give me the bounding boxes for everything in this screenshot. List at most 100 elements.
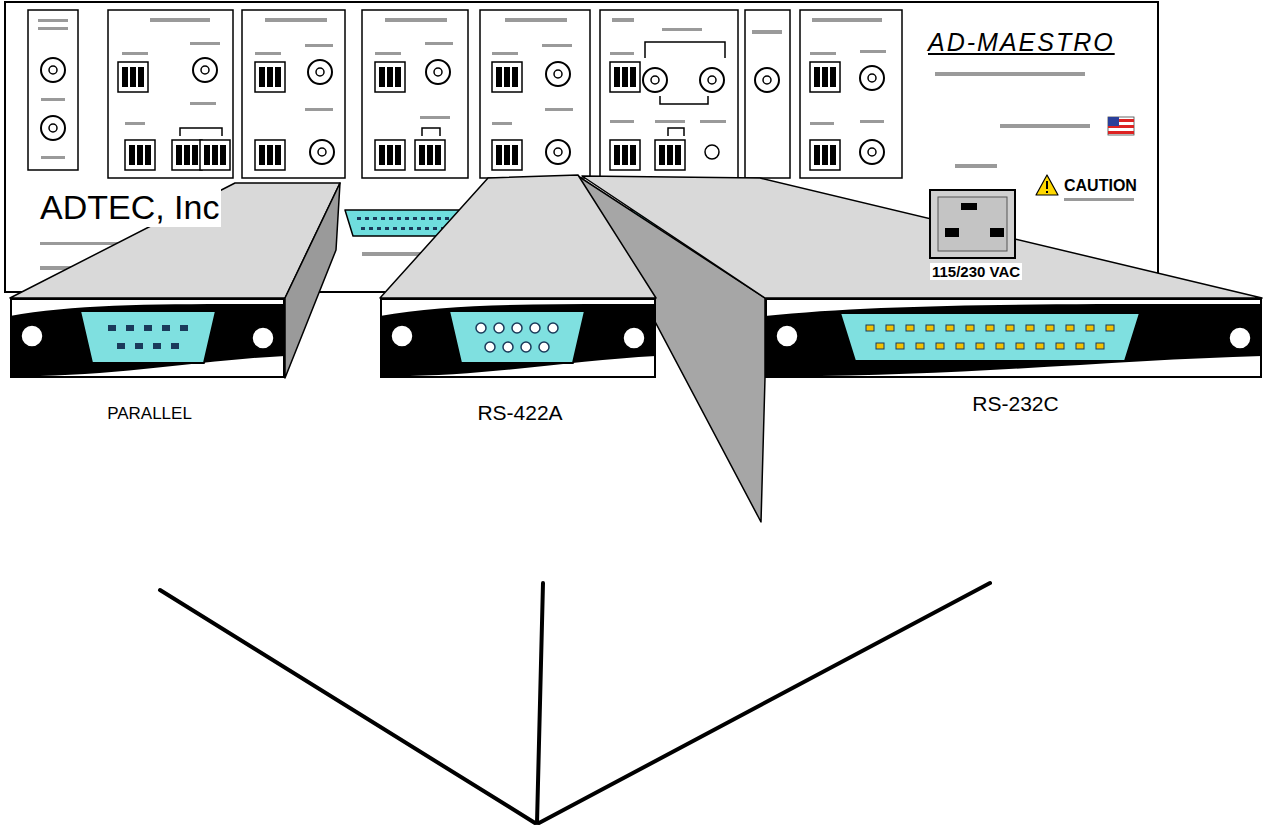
blurred-marking	[542, 44, 572, 47]
power-socket	[930, 190, 1015, 258]
db9-connector	[449, 311, 585, 363]
panel-connector	[308, 60, 332, 84]
db25-port	[417, 227, 421, 230]
interface-card: PARALLEL	[10, 298, 285, 378]
blurred-marking	[955, 164, 997, 168]
power-socket	[938, 197, 1007, 251]
panel-connector	[200, 140, 230, 170]
blurred-marking	[385, 18, 447, 22]
db9-connector	[108, 325, 116, 331]
db25-port	[365, 217, 369, 220]
db9-connector	[80, 311, 216, 363]
panel-connector	[375, 62, 405, 92]
blurred-marking	[190, 42, 220, 45]
blurred-marking	[190, 102, 216, 105]
panel-connector	[375, 140, 405, 170]
bracket	[180, 42, 725, 136]
blurred-marking	[655, 120, 685, 123]
db25-connector	[1026, 325, 1034, 331]
panel-section	[745, 10, 790, 178]
blurred-marking	[265, 18, 327, 22]
panel-section	[800, 10, 902, 178]
panel-section	[108, 10, 233, 178]
db25-connector	[1086, 325, 1094, 331]
panel-connector	[546, 62, 570, 86]
panel-connector	[310, 140, 334, 164]
card-label: RS-422A	[477, 401, 562, 425]
voltage-rating: 115/230 VAC	[930, 263, 1022, 280]
db25-port	[381, 217, 385, 220]
db9-connector	[171, 343, 179, 349]
db9-connector	[135, 343, 143, 349]
db25-port	[369, 227, 373, 230]
db25-port	[393, 227, 397, 230]
mounting-hole	[1229, 327, 1251, 349]
panel-connector	[492, 140, 522, 170]
db25-port	[377, 227, 381, 230]
db25-port	[421, 217, 425, 220]
db25-connector	[1036, 343, 1044, 349]
blurred-marking	[612, 18, 634, 22]
maker-name: ADTEC, Inc	[38, 188, 221, 227]
db9-connector	[539, 342, 549, 352]
db25-connector	[956, 343, 964, 349]
db25-connector	[946, 325, 954, 331]
db9-connector	[521, 342, 531, 352]
panel-connector	[810, 62, 840, 92]
blurred-marking	[38, 27, 68, 30]
card-faceplate	[765, 304, 1262, 376]
panel-section	[480, 10, 590, 178]
card-side	[285, 183, 340, 378]
blurred-marking	[305, 108, 333, 111]
bracket	[668, 128, 684, 136]
converging-line	[539, 583, 990, 823]
bracket	[422, 128, 440, 136]
card-top	[380, 175, 656, 298]
blurred-marking	[810, 122, 834, 125]
blurred-marking	[610, 52, 634, 55]
db25-connector	[1106, 325, 1114, 331]
panel-section	[242, 10, 345, 178]
db9-connector	[162, 325, 170, 331]
db9-connector	[476, 323, 486, 333]
db9-connector	[494, 323, 504, 333]
panel-connector	[810, 140, 840, 170]
blurred-marking	[492, 52, 518, 55]
panel-section	[28, 10, 902, 178]
panel-connector	[41, 58, 884, 170]
caution-icon	[1036, 175, 1058, 195]
caution-icon	[1046, 181, 1048, 189]
db9-connector	[548, 323, 558, 333]
card-side	[285, 183, 340, 378]
db25-connector	[936, 343, 944, 349]
db25-connector	[840, 313, 1140, 361]
panel-connector	[643, 68, 667, 92]
blurred-marking	[255, 52, 281, 55]
power-socket	[945, 228, 959, 237]
blurred-marking	[122, 52, 148, 55]
panel-connector	[41, 116, 65, 140]
panel-connector	[415, 140, 445, 170]
interface-card: RS-232C	[765, 298, 1262, 378]
db9-connector	[476, 323, 558, 352]
db9-connector	[180, 325, 188, 331]
db25-port	[437, 217, 441, 220]
power-socket	[961, 203, 977, 210]
db25-port	[373, 217, 377, 220]
panel-connector	[700, 68, 724, 92]
db25-connector	[866, 325, 1114, 349]
db25-port	[401, 227, 405, 230]
panel-connector	[118, 62, 148, 92]
db25-port	[409, 227, 413, 230]
card-top	[10, 175, 1262, 298]
blurred-marking	[610, 120, 634, 123]
rear-panel: AD-MAESTROADTEC, Inc	[5, 2, 1158, 292]
bracket	[180, 128, 222, 136]
db25-port	[425, 227, 429, 230]
blurred-marking	[420, 116, 450, 119]
panel-connector	[255, 140, 285, 170]
blurred-marking	[41, 98, 65, 101]
card-faceplate	[765, 298, 1262, 378]
db9-connector	[80, 311, 216, 363]
